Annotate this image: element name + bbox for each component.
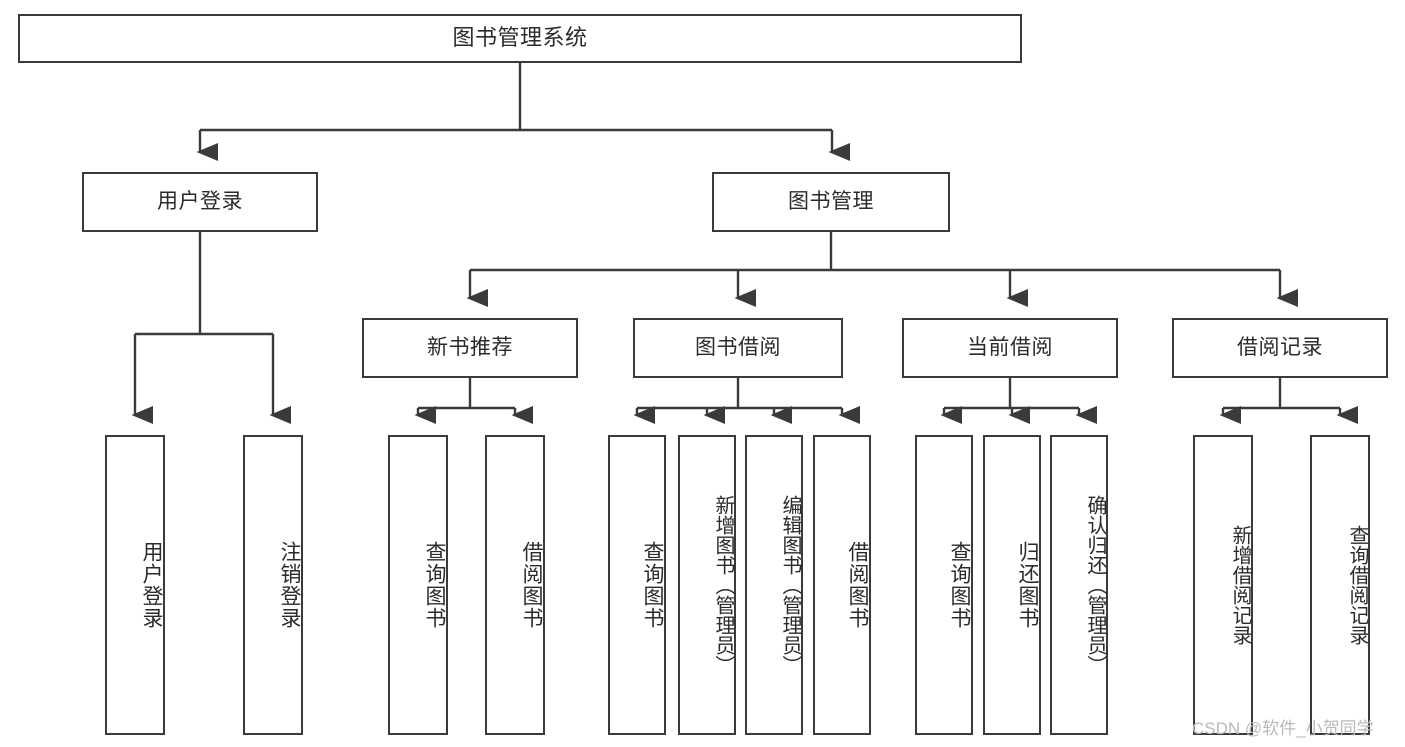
node-borrow-record-label: 借阅记录: [1237, 336, 1323, 360]
node-leaf-return-book-label: 归还图书: [1016, 541, 1039, 629]
node-user-login-label: 用户登录: [157, 190, 243, 214]
node-leaf-edit-book-label: 编辑图书（管理员）: [779, 495, 801, 675]
node-new-book-recommend[interactable]: 新书推荐: [362, 318, 578, 378]
node-book-borrow[interactable]: 图书借阅: [633, 318, 843, 378]
node-leaf-edit-book[interactable]: 编辑图书（管理员）: [745, 435, 803, 735]
node-leaf-add-record-label: 新增借阅记录: [1229, 525, 1251, 645]
node-leaf-add-book[interactable]: 新增图书（管理员）: [678, 435, 736, 735]
node-leaf-query-book-1-label: 查询图书: [423, 541, 446, 629]
node-leaf-user-login-label: 用户登录: [140, 541, 163, 629]
watermark-text: CSDN @软件_小贺同学: [1192, 719, 1374, 738]
node-new-book-recommend-label: 新书推荐: [427, 336, 513, 360]
node-leaf-user-logout-label: 注销登录: [278, 541, 301, 629]
node-leaf-query-record[interactable]: 查询借阅记录: [1310, 435, 1370, 735]
node-leaf-add-book-label: 新增图书（管理员）: [712, 495, 734, 675]
node-leaf-borrow-book-2[interactable]: 借阅图书: [813, 435, 871, 735]
node-borrow-record[interactable]: 借阅记录: [1172, 318, 1388, 378]
node-book-manage-label: 图书管理: [788, 190, 874, 214]
node-current-borrow[interactable]: 当前借阅: [902, 318, 1118, 378]
watermark: CSDN @软件_小贺同学: [1192, 714, 1374, 739]
node-root[interactable]: 图书管理系统: [18, 14, 1022, 63]
node-leaf-query-book-2[interactable]: 查询图书: [608, 435, 666, 735]
node-current-borrow-label: 当前借阅: [967, 336, 1053, 360]
node-user-login[interactable]: 用户登录: [82, 172, 318, 232]
node-leaf-confirm-return-label: 确认归还（管理员）: [1084, 495, 1106, 675]
node-leaf-borrow-book-1-label: 借阅图书: [520, 541, 543, 629]
node-leaf-query-book-3-label: 查询图书: [948, 541, 971, 629]
node-leaf-query-book-2-label: 查询图书: [641, 541, 664, 629]
node-leaf-query-record-label: 查询借阅记录: [1346, 525, 1368, 645]
node-leaf-query-book-1[interactable]: 查询图书: [388, 435, 448, 735]
node-leaf-return-book[interactable]: 归还图书: [983, 435, 1041, 735]
node-leaf-borrow-book-1[interactable]: 借阅图书: [485, 435, 545, 735]
node-book-borrow-label: 图书借阅: [695, 336, 781, 360]
node-leaf-confirm-return[interactable]: 确认归还（管理员）: [1050, 435, 1108, 735]
node-leaf-user-logout[interactable]: 注销登录: [243, 435, 303, 735]
node-book-manage[interactable]: 图书管理: [712, 172, 950, 232]
node-leaf-add-record[interactable]: 新增借阅记录: [1193, 435, 1253, 735]
node-leaf-query-book-3[interactable]: 查询图书: [915, 435, 973, 735]
node-leaf-borrow-book-2-label: 借阅图书: [846, 541, 869, 629]
node-leaf-user-login[interactable]: 用户登录: [105, 435, 165, 735]
node-root-label: 图书管理系统: [452, 25, 588, 51]
